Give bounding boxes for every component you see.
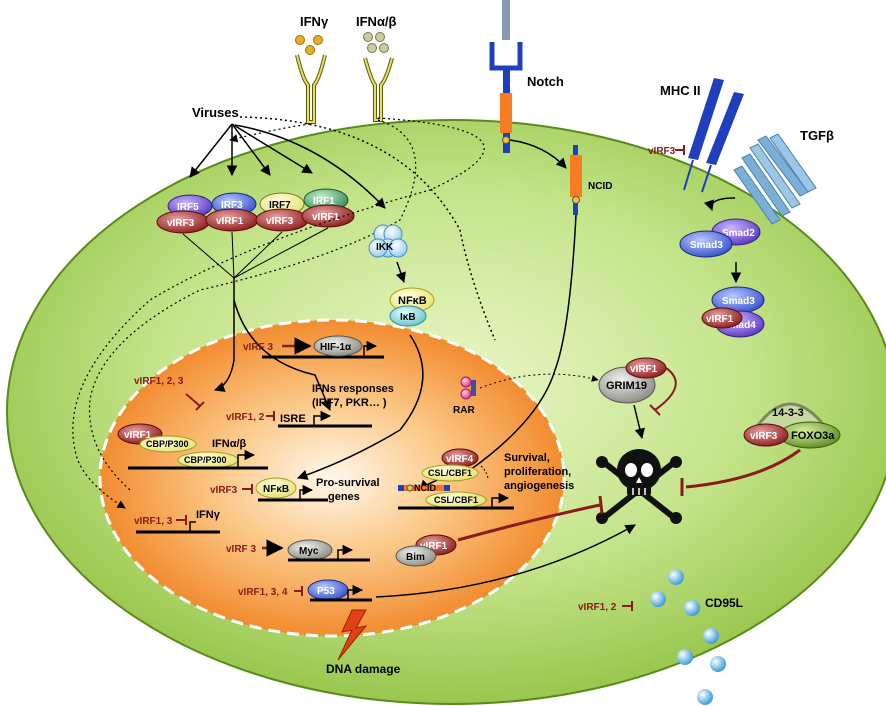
irf-convergence bbox=[182, 227, 332, 411]
ifnab-gene-label: IFNα/β bbox=[212, 438, 247, 450]
virf4-label: vIRF4 bbox=[446, 454, 474, 465]
ifnab-receptor bbox=[363, 32, 394, 122]
tgfb-receptor bbox=[733, 133, 817, 225]
ifng-receptor bbox=[295, 35, 327, 124]
ikb-label: IκB bbox=[400, 312, 416, 323]
myc-label: Myc bbox=[299, 546, 319, 557]
survival-label: Survival, bbox=[504, 452, 550, 464]
ncid-nuclear-label: NCID bbox=[414, 483, 436, 493]
irf3-label: IRF3 bbox=[221, 200, 243, 211]
virf1-a-label: vIRF1 bbox=[216, 216, 244, 227]
rar-label: RAR bbox=[453, 405, 475, 416]
nucleus bbox=[98, 318, 566, 638]
ifnab-ligand-dot bbox=[379, 43, 389, 53]
ifng-label: IFNγ bbox=[300, 14, 329, 29]
grim19-label: GRIM19 bbox=[606, 380, 647, 392]
smad3-complex-label: Smad3 bbox=[722, 296, 755, 307]
virf134-label: vIRF1, 3, 4 bbox=[238, 587, 288, 598]
virf3-a-label: vIRF3 bbox=[167, 218, 195, 229]
virf123-label: vIRF1, 2, 3 bbox=[134, 376, 184, 387]
p53-label: P53 bbox=[317, 586, 335, 597]
virf3-b-label: vIRF3 bbox=[266, 216, 294, 227]
ifnab-label: IFNα/β bbox=[356, 14, 397, 29]
virf1-cbp-label: vIRF1 bbox=[124, 430, 152, 441]
ifn-responses-genes-label: (IRF7, PKR… ) bbox=[312, 397, 387, 409]
proliferation-label: proliferation, bbox=[504, 466, 571, 478]
ifn-dotted-paths bbox=[72, 117, 485, 509]
nfkb-gene-node bbox=[255, 477, 297, 499]
ikk-node bbox=[368, 224, 408, 258]
hif1a-node bbox=[313, 335, 363, 357]
nfkb-label: NFκB bbox=[398, 295, 427, 307]
cbp-b-label: CBP/P300 bbox=[184, 455, 227, 465]
virf3-hif-label: vIRF 3 bbox=[243, 342, 273, 353]
prosurvival-genes-label: genes bbox=[328, 491, 360, 503]
ifnab-ligand-dot bbox=[367, 43, 377, 53]
csl-b-label: CSL/CBF1 bbox=[434, 495, 478, 505]
cd95l-label: CD95L bbox=[705, 596, 743, 610]
virf3-fox-label: vIRF3 bbox=[750, 431, 778, 442]
virf3-mhc-label: vIRF3 bbox=[648, 146, 676, 157]
ifnab-ligand-dot bbox=[375, 32, 385, 42]
apoptosis-skull-icon bbox=[596, 449, 682, 524]
bim-node bbox=[395, 545, 437, 567]
smad2-label: Smad2 bbox=[722, 228, 755, 239]
ifng-ligand-dot bbox=[313, 35, 323, 45]
rar-node bbox=[460, 376, 476, 400]
cbp-a-node bbox=[139, 435, 197, 453]
virf12-isre-label: vIRF1, 2 bbox=[226, 412, 265, 423]
hif1a-label: HIF-1α bbox=[320, 342, 352, 353]
prosurvival-label: Pro-survival bbox=[316, 477, 380, 489]
cbp-a-label: CBP/P300 bbox=[146, 439, 189, 449]
nfkb-gene-label: NFκB bbox=[263, 484, 289, 495]
csl-a-label: CSL/CBF1 bbox=[428, 468, 472, 478]
irf5-label: IRF5 bbox=[177, 202, 199, 213]
cd95l-particles bbox=[650, 569, 726, 705]
ifng-ligand-dot bbox=[295, 35, 305, 45]
viruses-label: Viruses bbox=[192, 105, 239, 120]
virf13-label: vIRF1, 3 bbox=[134, 516, 173, 527]
ncid-label: NCID bbox=[588, 181, 612, 192]
virf1-b-node bbox=[301, 204, 355, 228]
virf1-grim-label: vIRF1 bbox=[630, 364, 658, 375]
virf12-cd95-label: vIRF1, 2 bbox=[578, 602, 617, 613]
virf1-smad-label: vIRF1 bbox=[706, 314, 734, 325]
notch-receptor bbox=[489, 0, 523, 153]
smad3-label: Smad3 bbox=[690, 240, 723, 251]
ikk-label: IKK bbox=[376, 242, 394, 253]
ifnab-ligand-dot bbox=[363, 32, 373, 42]
dna-damage-label: DNA damage bbox=[326, 662, 401, 676]
foxo3a-label: FOXO3a bbox=[791, 430, 835, 442]
virf1-b-label: vIRF1 bbox=[312, 212, 340, 223]
mhc2-label: MHC II bbox=[660, 83, 700, 98]
ifng-gene-label: IFNγ bbox=[196, 509, 221, 521]
lightning-icon bbox=[337, 609, 368, 661]
smad4-label: Smad4 bbox=[723, 320, 756, 331]
virf1-bim-label: vIRF1 bbox=[420, 541, 448, 552]
angiogenesis-label: angiogenesis bbox=[504, 480, 574, 492]
isre-label: ISRE bbox=[280, 413, 306, 425]
virf1-smad-node bbox=[701, 307, 743, 329]
irf7-label: IRF7 bbox=[269, 200, 291, 211]
notch-label: Notch bbox=[527, 74, 564, 89]
csl-a-node bbox=[421, 464, 479, 482]
virf3-fox-node bbox=[743, 423, 789, 447]
ikb-node bbox=[389, 305, 427, 327]
ncid-cytoplasm bbox=[570, 145, 582, 215]
smad3-node bbox=[679, 230, 733, 258]
bim-label: Bim bbox=[406, 552, 425, 563]
virf3-nfkb-label: vIRF3 bbox=[210, 485, 238, 496]
mhc2-receptor bbox=[683, 78, 744, 193]
virf3-myc-label: vIRF 3 bbox=[226, 544, 256, 555]
ifng-ligand-dot bbox=[305, 45, 315, 55]
irf1-label: IRF1 bbox=[313, 196, 335, 207]
tgfb-label: TGFβ bbox=[800, 128, 834, 143]
ifn-responses-label: IFNs responses bbox=[312, 383, 394, 395]
virus-arrows bbox=[189, 116, 496, 341]
p1433-label: 14-3-3 bbox=[772, 407, 804, 419]
